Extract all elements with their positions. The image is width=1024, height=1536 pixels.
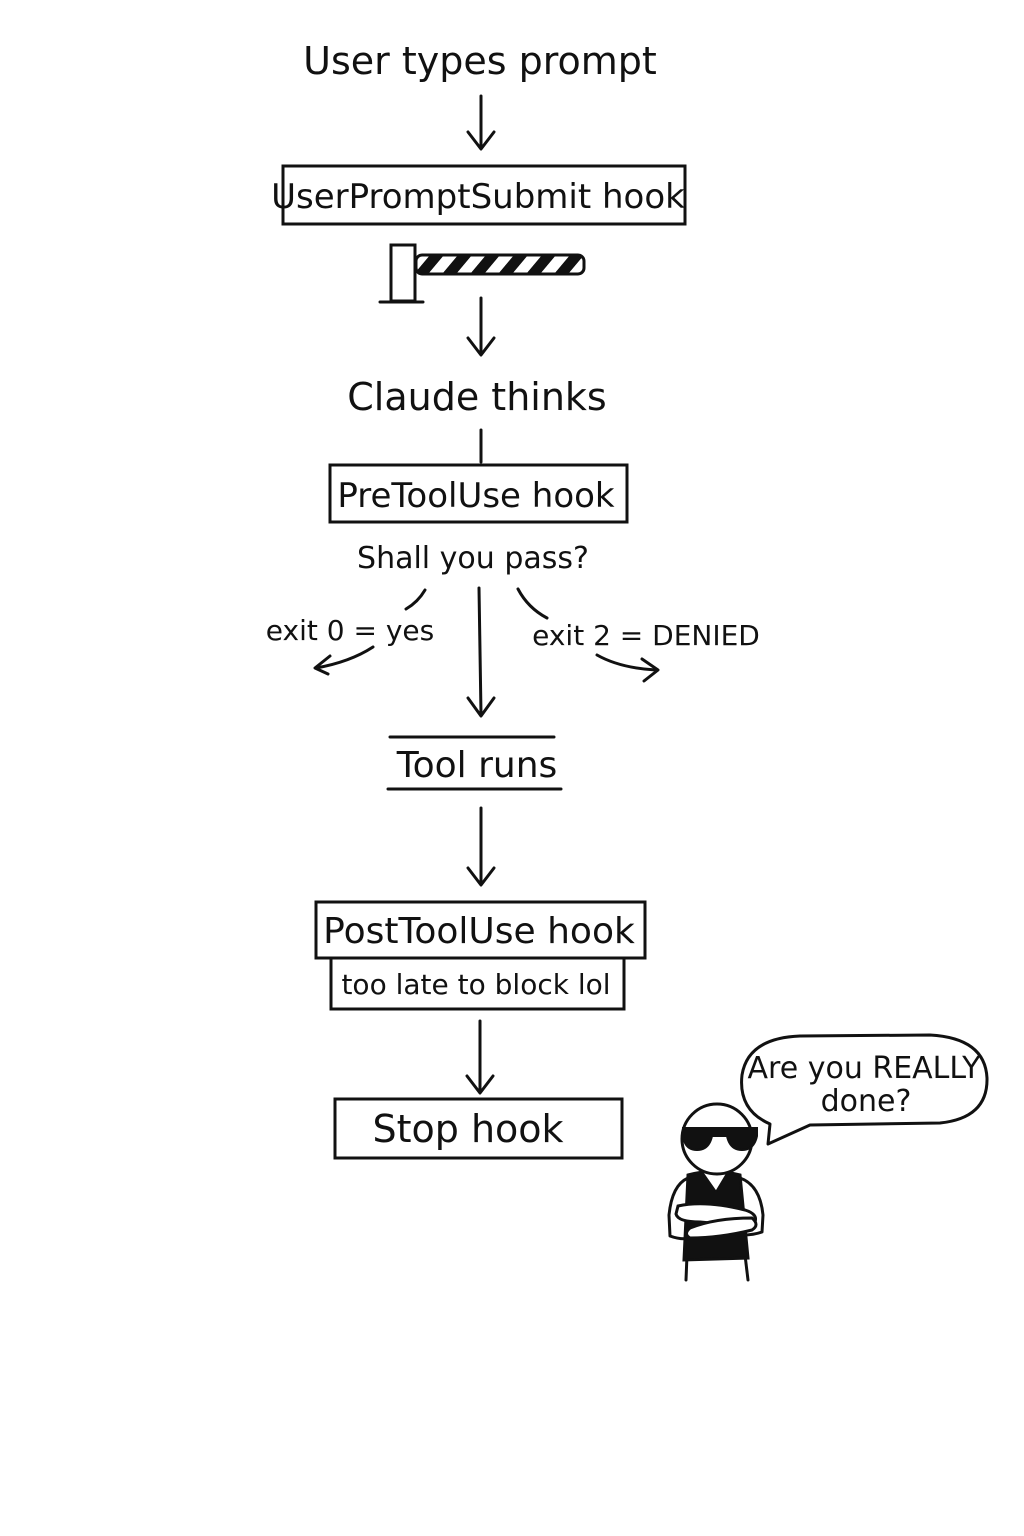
- branch-denied-label: exit 2 = DENIED: [532, 619, 760, 652]
- arrow-decision-to-tool-runs: [466, 586, 496, 718]
- arrow-gate-to-claude: [466, 296, 496, 357]
- node-post-tool-use: too late to block lol PostToolUse hook: [314, 900, 647, 1011]
- node-user-prompt: User types prompt: [303, 39, 657, 83]
- node-user-prompt-submit: UserPromptSubmit hook: [271, 164, 687, 226]
- branch-line-right: [516, 587, 549, 620]
- node-stop-hook: Stop hook: [333, 1097, 624, 1160]
- arrow-branch-denied: [595, 653, 660, 683]
- arrow-user-prompt-to-submit: [466, 94, 496, 151]
- branch-yes-label: exit 0 = yes: [266, 614, 434, 647]
- boom-barrier-gate-icon: [378, 243, 586, 304]
- speech-bubble-line2: done?: [821, 1084, 912, 1119]
- post-tool-use-note: too late to block lol: [341, 968, 610, 1001]
- node-claude-thinks: Claude thinks: [347, 375, 606, 419]
- arrow-posttooluse-to-stop: [465, 1019, 495, 1095]
- user-prompt-submit-label: UserPromptSubmit hook: [271, 177, 685, 217]
- tool-runs-label: Tool runs: [396, 745, 558, 786]
- node-pre-tool-use: PreToolUse hook: [328, 463, 629, 524]
- bouncer-character-icon: [667, 1102, 765, 1282]
- post-tool-use-label: PostToolUse hook: [323, 911, 635, 952]
- node-decision: Shall you pass?: [357, 541, 589, 576]
- arrow-branch-yes: [313, 645, 375, 676]
- speech-bubble: Are you REALLY done?: [740, 1033, 989, 1146]
- speech-bubble-line1: Are you REALLY: [748, 1051, 982, 1086]
- node-tool-runs: Tool runs: [386, 735, 563, 791]
- branch-line-left: [404, 588, 427, 611]
- arrow-tool-runs-to-posttooluse: [466, 806, 496, 887]
- stop-hook-label: Stop hook: [372, 1107, 563, 1151]
- pre-tool-use-label: PreToolUse hook: [337, 476, 615, 516]
